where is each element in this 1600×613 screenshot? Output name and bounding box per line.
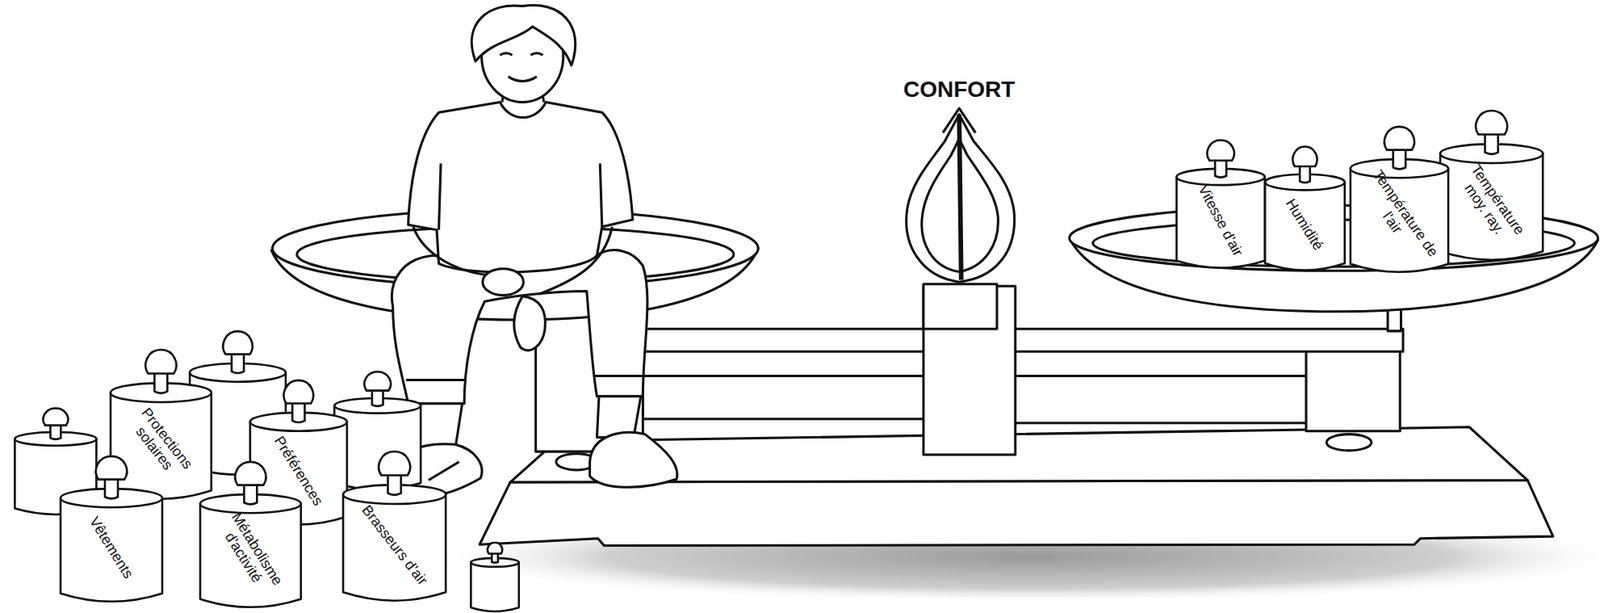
beam-right-block	[1306, 349, 1400, 432]
weight-shape	[343, 451, 446, 601]
weight-block: Température de l'air	[1347, 124, 1452, 276]
weight-block: Température moy. ray.	[1436, 108, 1546, 264]
heading-label: CONFORT	[903, 76, 1015, 103]
sleeve-seam	[439, 163, 603, 230]
scale-base-front	[479, 480, 1554, 546]
weight-outline	[57, 453, 166, 605]
weight-block: Vitesse d'air	[1173, 138, 1268, 271]
weight	[470, 542, 519, 612]
shoe-detail	[428, 461, 460, 481]
weight-shape	[1440, 110, 1543, 260]
indicator-needle	[959, 114, 962, 281]
hand	[482, 268, 524, 296]
pivot	[1326, 434, 1372, 451]
hand	[514, 296, 546, 351]
shoe	[590, 431, 678, 487]
weight-block: Humidité	[1262, 144, 1348, 273]
weight-shape	[1349, 126, 1448, 273]
weight-block: Métabolisme d'activité	[196, 459, 305, 611]
sock	[596, 396, 641, 438]
weight-outline	[339, 448, 449, 604]
person-legs	[391, 250, 647, 404]
beam-lower-right	[1009, 376, 1308, 424]
face	[499, 53, 543, 82]
indicator-base	[923, 284, 997, 330]
beam-lower-left	[642, 376, 929, 419]
t-shirt	[408, 102, 633, 273]
indicator-outer	[906, 114, 1015, 282]
hair	[471, 4, 575, 66]
weight-block: Brasseurs d'air	[339, 448, 449, 604]
weight-shape	[60, 456, 163, 602]
weight-block: Vêtements	[57, 453, 166, 605]
trouser-cuffs	[406, 376, 643, 381]
